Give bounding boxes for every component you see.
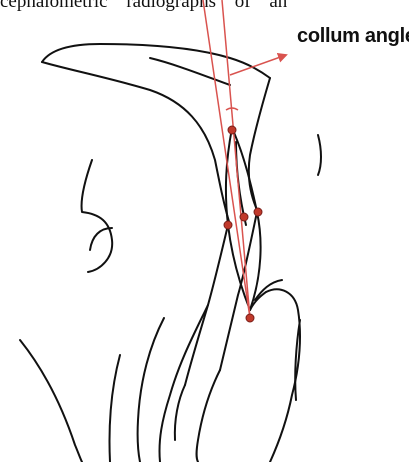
tooth-outline-left-inner (90, 228, 112, 250)
mandible-lingual-f (20, 340, 82, 462)
landmark-point-crown-labial (254, 208, 262, 216)
landmark-point-crown-lingual (224, 221, 232, 229)
mandible-lingual-b (197, 370, 221, 462)
tooth-outline-left (82, 160, 113, 272)
landmark-point-crown-center (240, 213, 248, 221)
landmark-point-root-apex (246, 314, 254, 322)
right-contour (318, 135, 321, 175)
mandible-lingual-e (109, 355, 120, 462)
mandible-lingual-c (175, 385, 185, 440)
collum-angle-label: collum angle (297, 25, 409, 48)
palatal-lower-contour (42, 62, 230, 225)
annotation-arrow (230, 55, 286, 75)
landmark-point-incisal-tip-upper (228, 126, 236, 134)
nasal-floor-line (150, 58, 230, 85)
